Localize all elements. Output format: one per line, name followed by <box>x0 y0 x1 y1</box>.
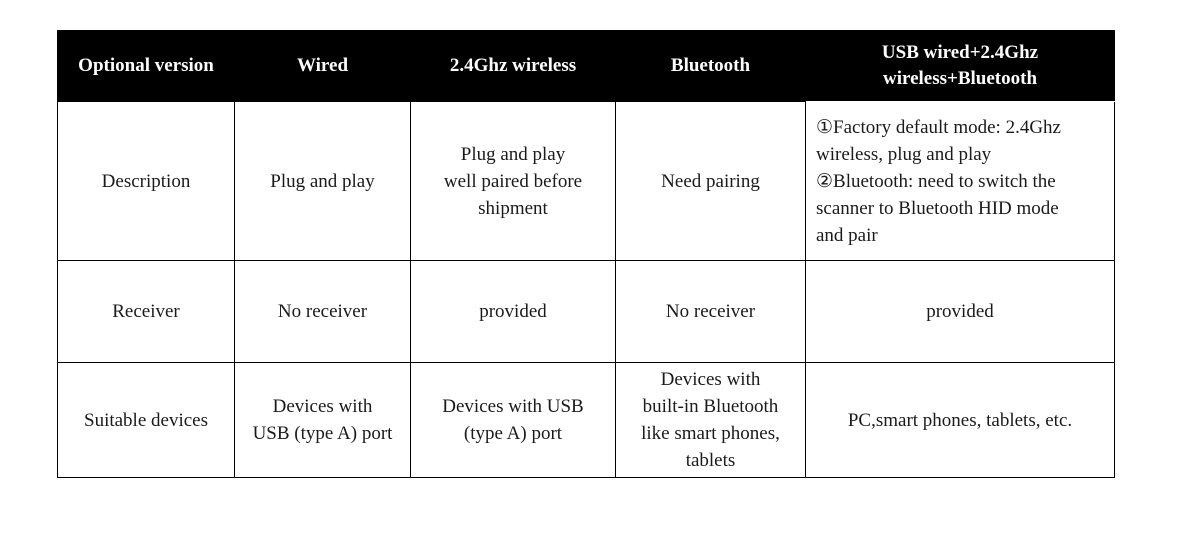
table-row-description: Description Plug and play Plug and play … <box>57 101 1115 261</box>
cell-line: scanner to Bluetooth HID mode <box>816 197 1059 219</box>
cell-bluetooth: No receiver <box>615 260 806 363</box>
row-label: Description <box>57 101 235 261</box>
cell-wired: Plug and play <box>234 101 411 261</box>
header-wireless: 2.4Ghz wireless <box>410 30 616 102</box>
cell-line: built-in Bluetooth <box>642 396 779 417</box>
cell-line: like smart phones, <box>641 423 780 444</box>
cell-wireless: Plug and play well paired before shipmen… <box>410 101 616 261</box>
cell-line: ①Factory default mode: 2.4Ghz <box>816 116 1061 138</box>
cell-combo: provided <box>805 260 1115 363</box>
cell-bluetooth: Devices with built-in Bluetooth like sma… <box>615 362 806 478</box>
header-row: Optional version Wired 2.4Ghz wireless B… <box>57 30 1115 102</box>
cell-line: ②Bluetooth: need to switch the <box>816 170 1056 192</box>
cell-line: well paired before <box>443 170 583 192</box>
header-combo-line: wireless+Bluetooth <box>882 68 1038 89</box>
cell-line: and pair <box>816 224 878 246</box>
cell-line: (type A) port <box>463 423 563 444</box>
header-bluetooth: Bluetooth <box>615 30 806 102</box>
header-combo: USB wired+2.4Ghz wireless+Bluetooth <box>805 30 1115 102</box>
row-label: Receiver <box>57 260 235 363</box>
header-wired: Wired <box>234 30 411 102</box>
cell-line: wireless, plug and play <box>816 143 992 165</box>
cell-line: Devices with USB <box>442 396 584 417</box>
cell-combo: ①Factory default mode: 2.4Ghz wireless, … <box>805 101 1115 261</box>
cell-wired: Devices with USB (type A) port <box>234 362 411 478</box>
cell-wireless: provided <box>410 260 616 363</box>
version-comparison-table: Optional version Wired 2.4Ghz wireless B… <box>57 30 1115 478</box>
cell-line: USB (type A) port <box>252 423 393 444</box>
row-label: Suitable devices <box>57 362 235 478</box>
cell-wired: No receiver <box>234 260 411 363</box>
cell-combo: PC,smart phones, tablets, etc. <box>805 362 1115 478</box>
table-row-receiver: Receiver No receiver provided No receive… <box>57 260 1115 363</box>
cell-line: tablets <box>685 450 736 471</box>
cell-line: Plug and play <box>460 143 566 165</box>
cell-line: shipment <box>478 197 548 219</box>
header-optional-version: Optional version <box>57 30 235 102</box>
cell-line: Devices with <box>660 369 761 390</box>
table-row-suitable-devices: Suitable devices Devices with USB (type … <box>57 362 1115 478</box>
cell-line: Devices with <box>272 396 373 417</box>
cell-wireless: Devices with USB (type A) port <box>410 362 616 478</box>
header-combo-line: USB wired+2.4Ghz <box>881 42 1039 63</box>
cell-bluetooth: Need pairing <box>615 101 806 261</box>
